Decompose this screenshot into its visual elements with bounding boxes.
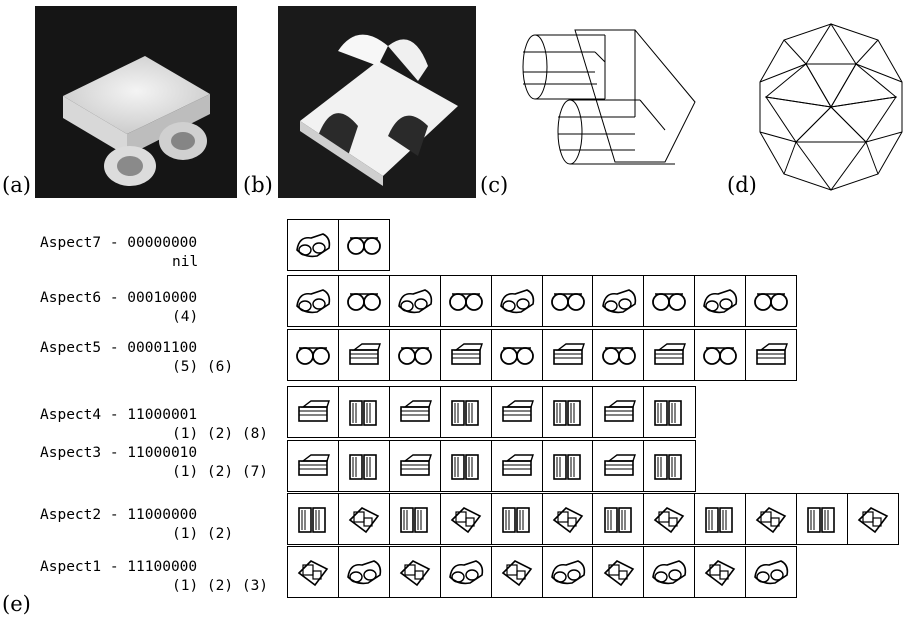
aspect-view-thumbnail: [388, 275, 442, 327]
wireframe-object-c: [515, 22, 700, 194]
aspect-view-thumbnail: [643, 440, 696, 492]
aspect5-sub: (5) (6): [172, 359, 234, 375]
aspect-view-thumbnail: [439, 546, 493, 598]
aspect-view-thumbnail: [337, 440, 391, 492]
aspect-view-thumbnail: [643, 546, 696, 598]
aspect-view-thumbnail: [439, 275, 493, 327]
aspect-view-thumbnail: [287, 219, 340, 271]
aspect-view-thumbnail: [694, 275, 747, 327]
aspect6-sub: (4): [172, 309, 199, 325]
grid-row-aspect3: [287, 440, 696, 492]
aspect7-label: Aspect7 - 00000000: [40, 235, 198, 251]
aspect-view-thumbnail: [439, 329, 493, 381]
aspect-view-thumbnail: [388, 546, 442, 598]
aspect-view-thumbnail: [388, 440, 442, 492]
aspect-view-thumbnail: [745, 275, 798, 327]
grid-row-aspect7: [287, 219, 391, 271]
aspect-view-thumbnail: [287, 275, 340, 327]
geodesic-sphere-d: [756, 22, 906, 194]
aspect-view-thumbnail: [490, 329, 543, 381]
aspect-view-thumbnail: [643, 493, 696, 545]
aspect-view-thumbnail: [541, 440, 594, 492]
aspect-view-thumbnail: [796, 493, 849, 545]
aspect4-sub: (1) (2) (8): [172, 426, 269, 442]
aspect-view-thumbnail: [592, 440, 645, 492]
aspect-view-thumbnail: [643, 275, 696, 327]
aspect-view-thumbnail: [694, 546, 747, 598]
aspect-view-thumbnail: [745, 546, 798, 598]
aspect-view-thumbnail: [490, 386, 543, 438]
aspect-view-thumbnail: [541, 546, 594, 598]
aspect4-label: Aspect4 - 11000001: [40, 407, 198, 423]
aspect-view-thumbnail: [287, 493, 340, 545]
aspect-view-thumbnail: [592, 493, 645, 545]
aspect-view-thumbnail: [388, 493, 442, 545]
aspect-view-thumbnail: [439, 493, 493, 545]
aspect-view-thumbnail: [490, 493, 543, 545]
grid-row-aspect5: [287, 329, 798, 381]
aspect2-sub: (1) (2): [172, 526, 234, 542]
panel-label-b: (b): [243, 173, 273, 197]
aspect-view-thumbnail: [541, 493, 594, 545]
aspect3-label: Aspect3 - 11000010: [40, 445, 198, 461]
aspect-view-thumbnail: [490, 546, 543, 598]
aspect-view-thumbnail: [337, 219, 391, 271]
photo-object-b: [278, 6, 476, 198]
grid-row-aspect1: [287, 546, 798, 598]
panel-label-c: (c): [480, 173, 509, 197]
aspect-view-thumbnail: [337, 329, 391, 381]
aspect-view-thumbnail: [490, 440, 543, 492]
aspect1-label: Aspect1 - 11100000: [40, 559, 198, 575]
aspect-view-thumbnail: [337, 493, 391, 545]
aspect-view-thumbnail: [592, 275, 645, 327]
aspect-view-thumbnail: [541, 275, 594, 327]
aspect-view-thumbnail: [592, 546, 645, 598]
panel-label-d: (d): [727, 173, 757, 197]
grid-row-aspect2: [287, 493, 900, 545]
aspect-view-thumbnail: [388, 386, 442, 438]
photo-object-a: [35, 6, 237, 198]
aspect-view-thumbnail: [592, 329, 645, 381]
aspect-view-thumbnail: [287, 440, 340, 492]
aspect-view-thumbnail: [643, 386, 696, 438]
grid-row-aspect4: [287, 386, 696, 438]
aspect-view-thumbnail: [439, 386, 493, 438]
aspect-view-thumbnail: [541, 386, 594, 438]
aspect-view-thumbnail: [846, 493, 900, 545]
aspect5-label: Aspect5 - 00001100: [40, 340, 198, 356]
grid-row-aspect6: [287, 275, 798, 327]
aspect3-sub: (1) (2) (7): [172, 464, 269, 480]
aspect-view-thumbnail: [337, 275, 391, 327]
aspect2-label: Aspect2 - 11000000: [40, 507, 198, 523]
aspect6-label: Aspect6 - 00010000: [40, 290, 198, 306]
aspect-view-thumbnail: [643, 329, 696, 381]
aspect-view-thumbnail: [592, 386, 645, 438]
aspect-view-thumbnail: [694, 493, 747, 545]
aspect-view-thumbnail: [490, 275, 543, 327]
aspect-view-thumbnail: [287, 546, 340, 598]
aspect-view-thumbnail: [745, 493, 798, 545]
aspect-view-thumbnail: [439, 440, 493, 492]
aspect1-sub: (1) (2) (3): [172, 578, 269, 594]
aspect-view-thumbnail: [337, 546, 391, 598]
aspect-view-thumbnail: [337, 386, 391, 438]
aspect-view-thumbnail: [287, 329, 340, 381]
panel-label-e: (e): [2, 592, 31, 616]
aspect-view-thumbnail: [745, 329, 798, 381]
panel-label-a: (a): [2, 173, 31, 197]
aspect-view-thumbnail: [541, 329, 594, 381]
aspect-view-thumbnail: [694, 329, 747, 381]
aspect7-sub: nil: [172, 254, 199, 270]
aspect-view-thumbnail: [287, 386, 340, 438]
aspect-view-thumbnail: [388, 329, 442, 381]
